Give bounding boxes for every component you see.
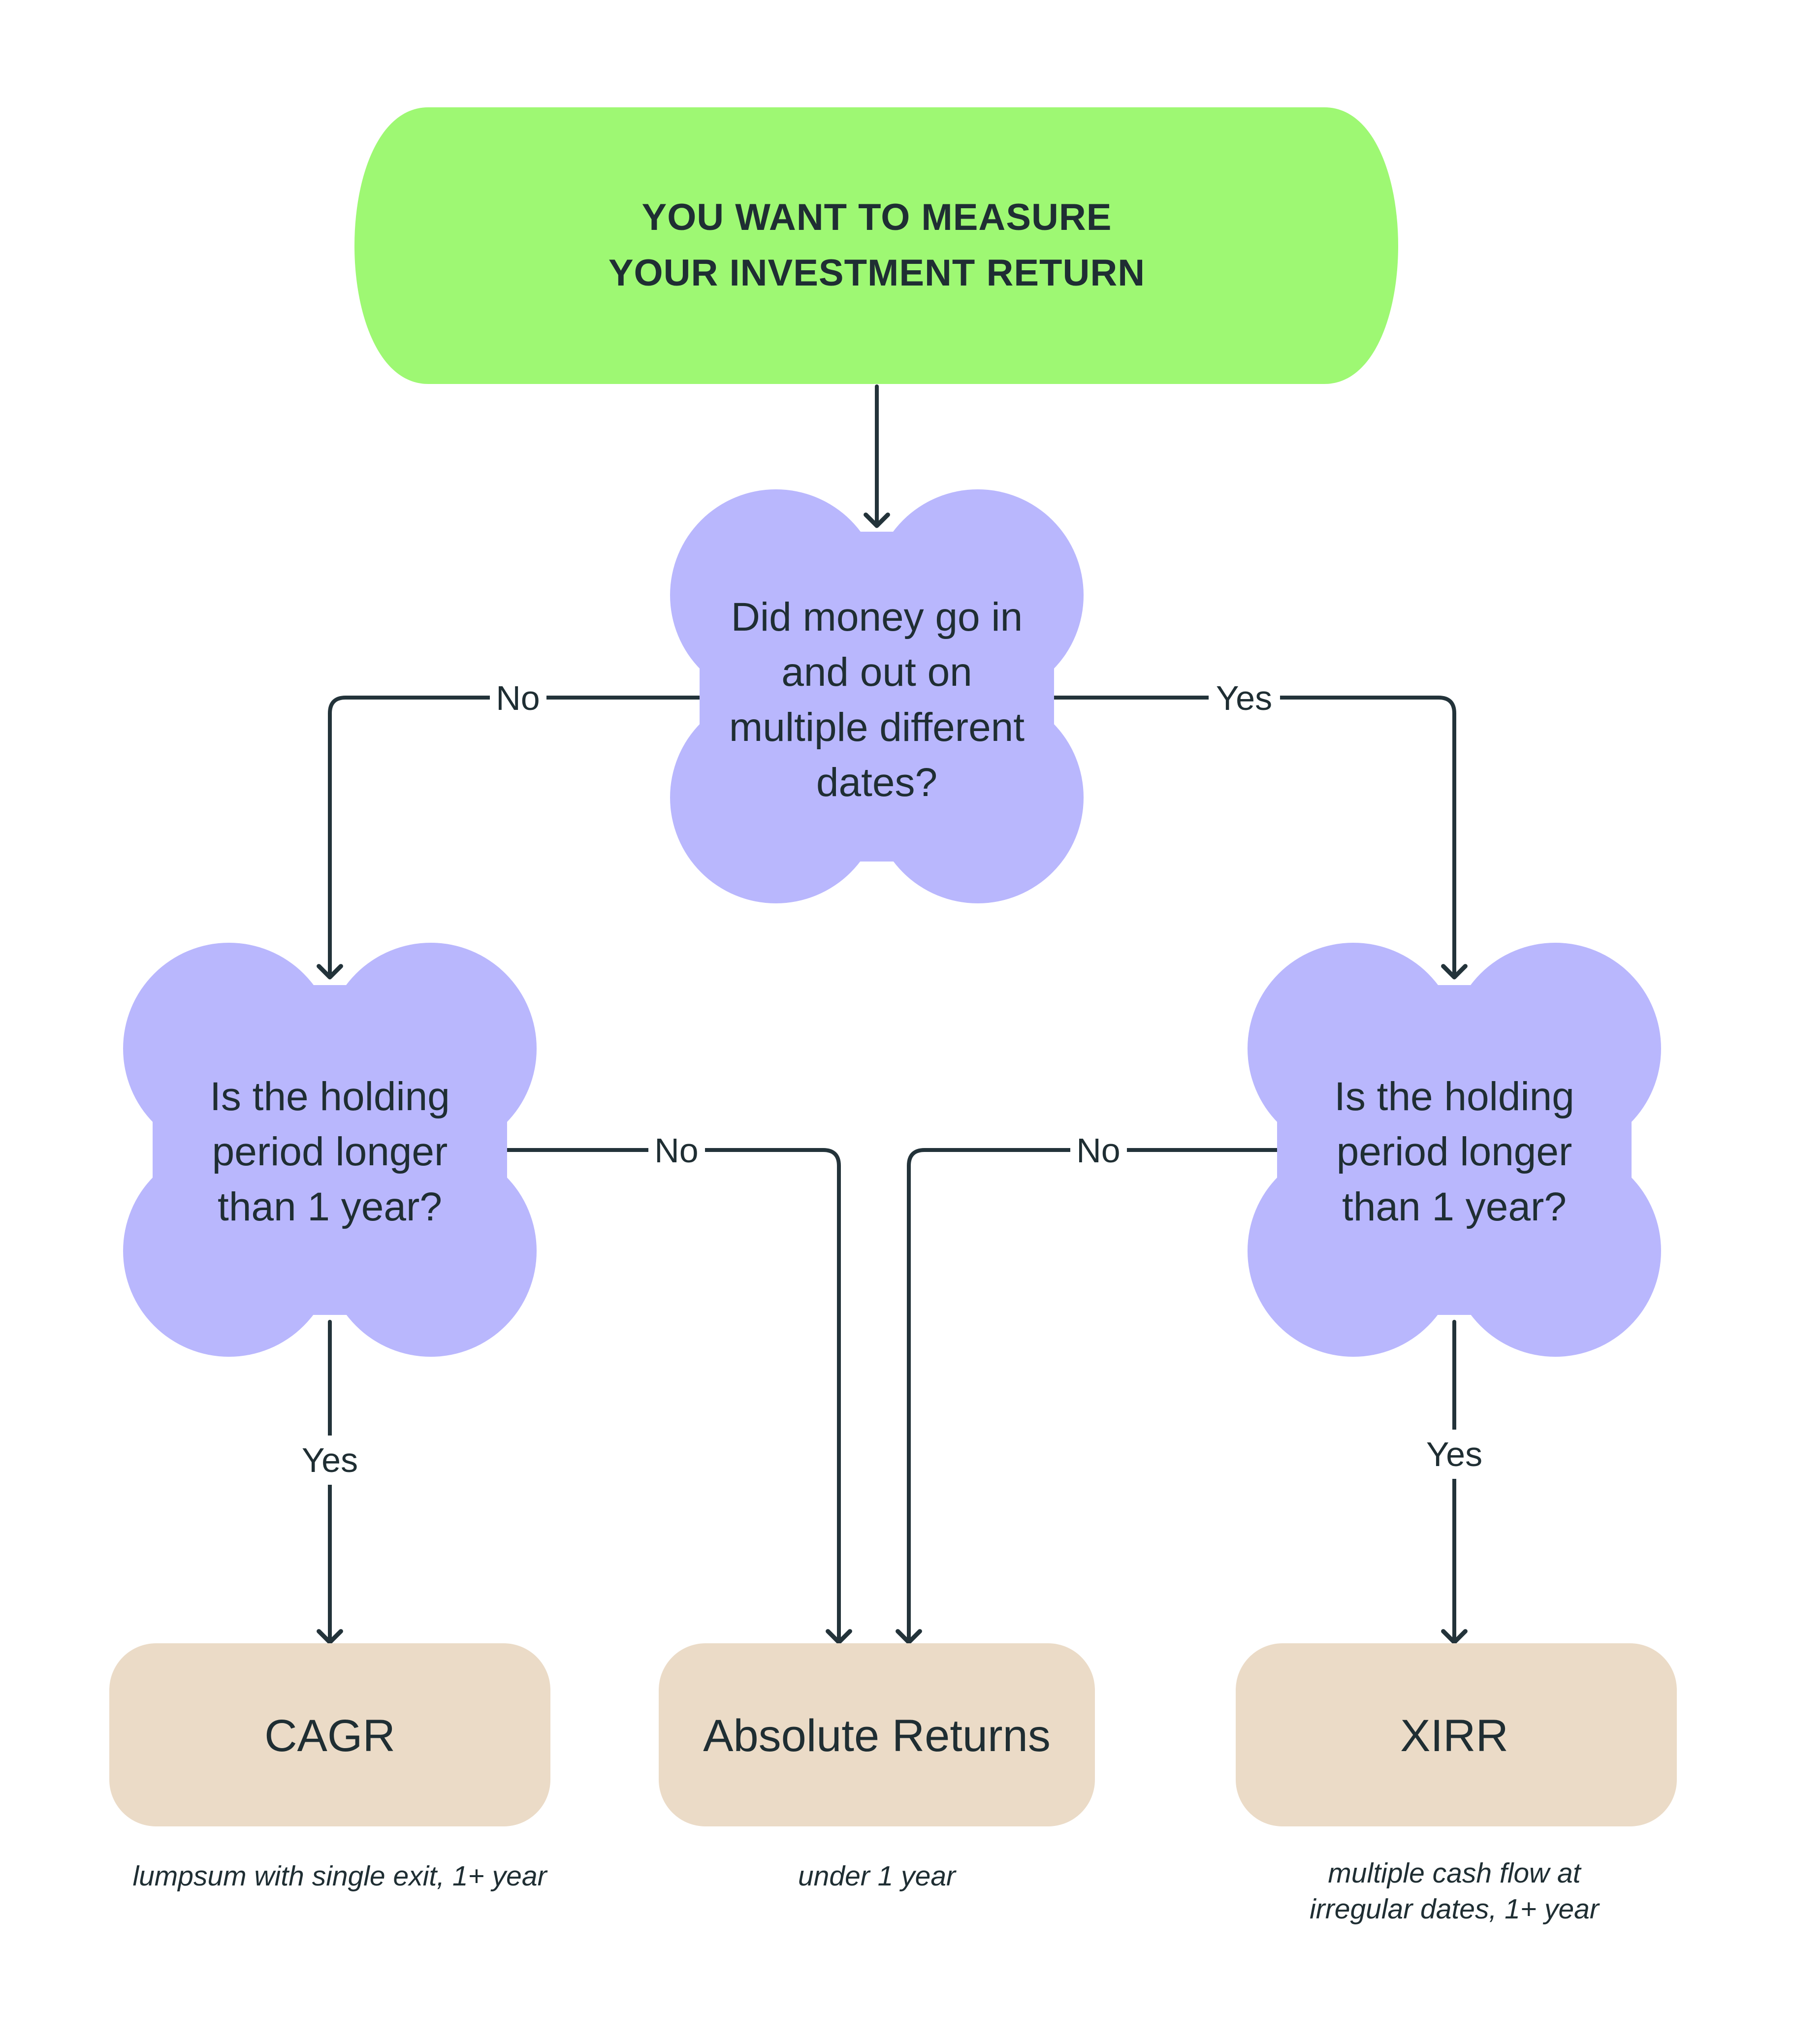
start-shape xyxy=(354,107,1398,384)
edge-label-left-yes: Yes xyxy=(302,1441,358,1479)
start-title-line2: YOUR INVESTMENT RETURN xyxy=(609,252,1145,294)
start-node: YOU WANT TO MEASURE YOUR INVESTMENT RETU… xyxy=(354,107,1398,384)
result-xirr-note-line2: irregular dates, 1+ year xyxy=(1310,1893,1600,1925)
edge-label-top-yes: Yes xyxy=(1216,679,1272,717)
decision-left-line3: than 1 year? xyxy=(218,1184,442,1229)
result-absolute-note: under 1 year xyxy=(798,1860,957,1892)
right-no-arrow xyxy=(896,1148,1287,1645)
edge-label-right-yes: Yes xyxy=(1426,1435,1482,1473)
decision-top-line3: multiple different xyxy=(729,705,1025,750)
result-cagr-label: CAGR xyxy=(264,1711,395,1761)
edge-label-top-no: No xyxy=(496,679,540,717)
edge-labels: No Yes No No Yes Yes xyxy=(294,677,1490,1485)
decision-right-line2: period longer xyxy=(1337,1129,1572,1174)
result-cagr-note: lumpsum with single exit, 1+ year xyxy=(132,1860,547,1892)
result-xirr: XIRR multiple cash flow at irregular dat… xyxy=(1236,1643,1677,1925)
edge-label-right-no: No xyxy=(1076,1131,1120,1170)
result-cagr-box xyxy=(109,1643,550,1826)
result-absolute: Absolute Returns under 1 year xyxy=(659,1643,1095,1892)
top-yes-arrow xyxy=(1048,696,1468,980)
top-no-arrow xyxy=(317,696,706,980)
result-xirr-box xyxy=(1236,1643,1677,1826)
decision-top-line1: Did money go in xyxy=(731,595,1023,639)
start-title-line1: YOU WANT TO MEASURE xyxy=(642,196,1112,238)
decision-top-line4: dates? xyxy=(816,760,937,805)
decision-left-shape xyxy=(123,943,537,1357)
decision-right: Is the holding period longer than 1 year… xyxy=(1248,943,1661,1357)
result-cagr: CAGR lumpsum with single exit, 1+ year xyxy=(109,1643,550,1892)
left-no-arrow xyxy=(500,1148,852,1645)
decision-right-line1: Is the holding xyxy=(1334,1074,1574,1119)
decision-top: Did money go in and out on multiple diff… xyxy=(670,489,1084,903)
result-xirr-label: XIRR xyxy=(1400,1711,1508,1761)
decision-left-line1: Is the holding xyxy=(210,1074,450,1119)
decision-right-line3: than 1 year? xyxy=(1342,1184,1567,1229)
edge-label-left-no: No xyxy=(654,1131,698,1170)
decision-right-shape xyxy=(1248,943,1661,1357)
decision-left-line2: period longer xyxy=(212,1129,448,1174)
decision-top-line2: and out on xyxy=(781,650,972,695)
decision-top-shape xyxy=(670,489,1084,903)
decision-left: Is the holding period longer than 1 year… xyxy=(123,943,537,1357)
result-absolute-box xyxy=(659,1643,1095,1826)
result-xirr-note-line1: multiple cash flow at xyxy=(1328,1857,1581,1889)
result-absolute-label: Absolute Returns xyxy=(703,1711,1051,1761)
